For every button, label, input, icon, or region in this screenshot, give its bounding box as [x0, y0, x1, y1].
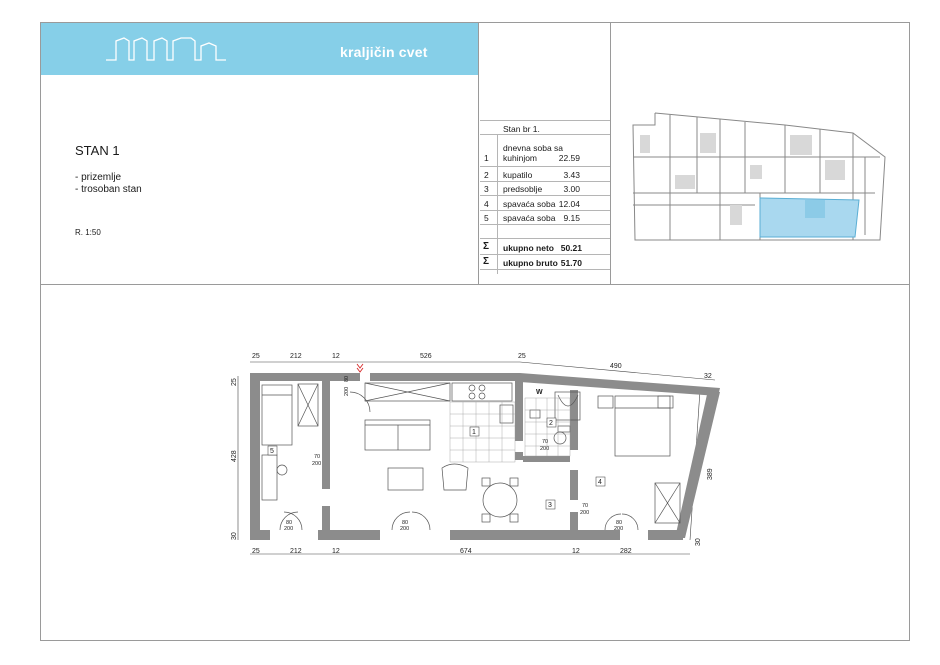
dim-left: 25 — [231, 378, 238, 386]
table-header: Stan br 1. — [503, 124, 540, 134]
dim-bottom: 25 — [252, 548, 260, 555]
door-label: 200 — [400, 526, 409, 532]
door-label: 200 — [312, 461, 321, 467]
total-area: 50.21 — [560, 243, 582, 253]
table-rule — [480, 269, 610, 270]
row-area: 9.15 — [563, 213, 580, 223]
row-number: 3 — [484, 184, 489, 194]
total-area: 51.70 — [560, 258, 582, 268]
row-name: kupatilo — [503, 170, 533, 180]
washer-label: W — [536, 389, 543, 396]
dim-bottom: 282 — [620, 548, 632, 555]
door-label: 200 — [580, 510, 589, 516]
dim-left: 428 — [231, 450, 238, 462]
row-name: spavaća soba — [503, 199, 556, 209]
dim-top: 25 — [518, 353, 526, 360]
door-label: 80 — [344, 376, 350, 382]
apartment-type: - trosoban stan — [75, 184, 142, 195]
divider-h — [41, 284, 909, 285]
dim-right: 389 — [707, 468, 714, 480]
total-symbol: Σ — [483, 256, 490, 267]
table-rule — [497, 134, 498, 274]
row-name: spavaća soba — [503, 213, 556, 223]
divider-v1 — [478, 23, 479, 284]
drawing-sheet — [40, 22, 910, 641]
kitchen-tiles — [449, 397, 571, 463]
key-plan — [632, 112, 886, 241]
drawing-scale: R. 1:50 — [75, 228, 101, 237]
floor-plan: 25 212 12 526 25 490 32 25 212 12 674 12… — [231, 353, 720, 555]
door-label: 70 — [314, 454, 320, 460]
table-rule — [480, 195, 610, 196]
door-label: 80 — [616, 520, 622, 526]
row-number: 2 — [484, 170, 489, 180]
door-label: 200 — [540, 446, 549, 452]
table-rule — [480, 134, 610, 135]
room-number: 5 — [270, 448, 274, 455]
total-symbol: Σ — [483, 241, 490, 252]
entrance-arrow-icon — [356, 363, 364, 373]
room-number: 3 — [548, 502, 552, 509]
door-label: 70 — [542, 439, 548, 445]
apartment-title: STAN 1 — [75, 143, 120, 158]
row-number: 1 — [484, 153, 489, 163]
row-number: 4 — [484, 199, 489, 209]
row-area: 12.04 — [558, 199, 580, 209]
dim-bottom: 12 — [572, 548, 580, 555]
room-number: 1 — [472, 429, 476, 436]
table-rule — [480, 254, 610, 255]
total-name: ukupno bruto — [503, 258, 558, 268]
door-label: 70 — [582, 503, 588, 509]
table-rule — [480, 238, 610, 239]
room-number: 4 — [598, 479, 602, 486]
table-rule — [480, 120, 610, 121]
divider-v2 — [610, 23, 611, 284]
table-rule — [480, 181, 610, 182]
row-name: predsoblje — [503, 184, 543, 194]
dim-left: 30 — [231, 532, 238, 540]
door-label: 200 — [614, 526, 623, 532]
dim-right: 30 — [695, 538, 702, 546]
table-rule — [480, 210, 610, 211]
row-number: 5 — [484, 213, 489, 223]
table-rule — [480, 224, 610, 225]
table-rule — [480, 166, 610, 167]
dim-top: 25 — [252, 353, 260, 360]
dim-bottom: 674 — [460, 548, 472, 555]
dim-top: 12 — [332, 353, 340, 360]
row-area: 3.00 — [563, 184, 580, 194]
exterior-walls — [250, 373, 720, 540]
room-number: 2 — [549, 420, 553, 427]
row-name: dnevna soba sa kuhinjom — [503, 143, 564, 163]
total-name: ukupno neto — [503, 243, 554, 253]
brand-banner — [41, 23, 478, 75]
door-label: 80 — [286, 520, 292, 526]
dim-top: 490 — [610, 363, 622, 370]
dim-top: 212 — [290, 353, 302, 360]
dim-bottom: 12 — [332, 548, 340, 555]
door-label: 80 — [402, 520, 408, 526]
dim-top: 32 — [704, 373, 712, 380]
row-area: 3.43 — [563, 170, 580, 180]
door-label: 200 — [284, 526, 293, 532]
skyline-logo-icon — [106, 37, 226, 61]
apartment-floor: - prizemlje — [75, 172, 122, 183]
brand-name: kraljičin cvet — [340, 44, 428, 60]
door-label: 200 — [344, 387, 350, 396]
row-area: 22.59 — [558, 153, 580, 163]
dim-top: 526 — [420, 353, 432, 360]
dim-bottom: 212 — [290, 548, 302, 555]
